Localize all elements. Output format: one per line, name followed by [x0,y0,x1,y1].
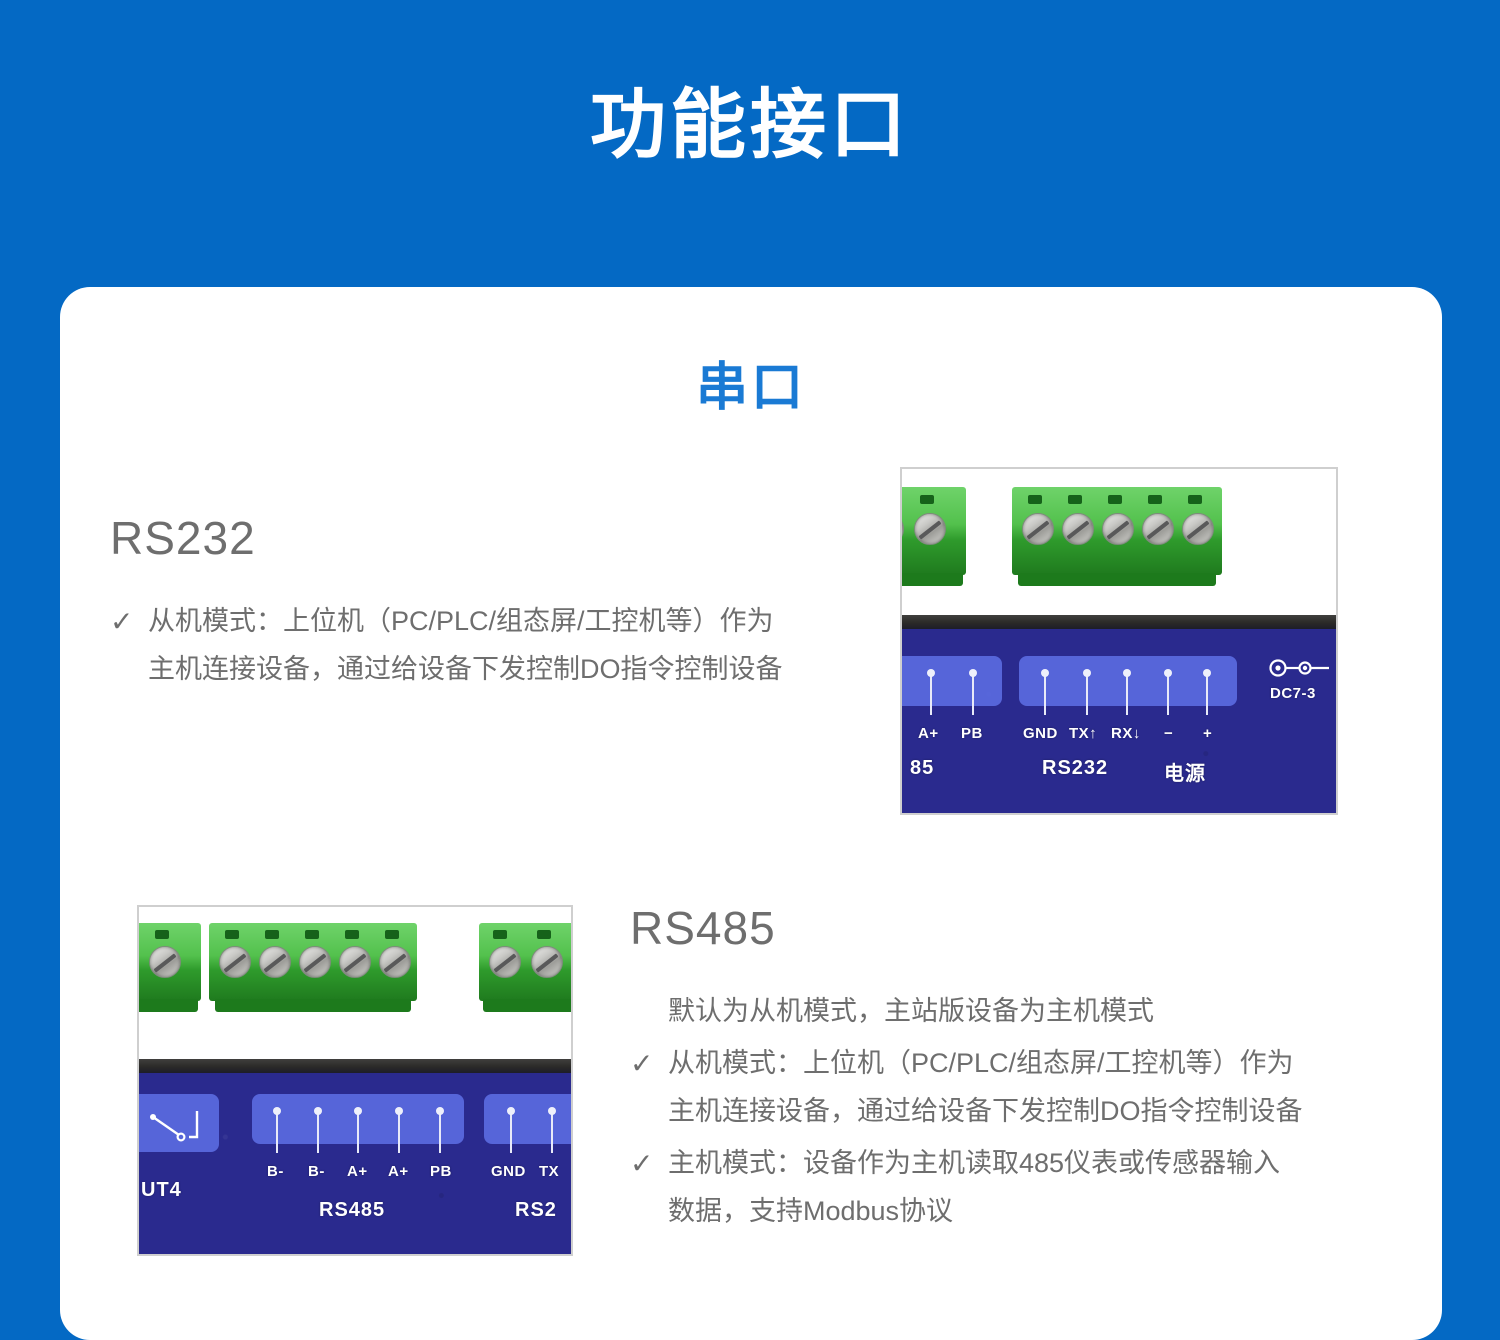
list-item: ✓ 从机模式：上位机（PC/PLC/组态屏/工控机等）作为 主机连接设备，通过给… [630,1039,1420,1135]
photo-group-label: 电源 [1164,763,1206,785]
bullet-line: 默认为从机模式，主站版设备为主机模式 [668,996,1154,1026]
rs485-product-photo: B- B- A+ A+ PB GND TX UT4 RS485 RS2 [137,905,573,1256]
photo-pin-label: PB [430,1163,452,1180]
photo-pin-label: A+ [918,725,939,742]
bullet-line: 主机模式：设备作为主机读取485仪表或传感器输入 [668,1148,1281,1179]
bullet-line: 主机连接设备，通过给设备下发控制DO指令控制设备 [668,1096,1303,1127]
photo-pin-label: RX↓ [1111,725,1141,742]
check-icon: ✓ [630,1048,654,1080]
bullet-line: 主机连接设备，通过给设备下发控制DO指令控制设备 [148,654,783,685]
list-item: ✓ 主机模式：设备作为主机读取485仪表或传感器输入 数据，支持Modbus协议 [630,1139,1420,1235]
bullet-line: 从机模式：上位机（PC/PLC/组态屏/工控机等）作为 [148,606,774,636]
interface-block-rs232: RS232 ✓ 从机模式：上位机（PC/PLC/组态屏/工控机等）作为 主机连接… [60,467,1442,815]
photo-pin-label: TX [539,1163,560,1180]
bullet-text: 从机模式：上位机（PC/PLC/组态屏/工控机等）作为 主机连接设备，通过给设备… [668,1039,1420,1135]
photo-group-label: RS485 [319,1199,386,1221]
photo-group-label: RS2 [515,1199,557,1221]
check-icon: ✓ [110,606,134,637]
photo-group-label: 85 [910,757,935,779]
photo-pin-label: GND [1023,725,1058,742]
page-title: 功能接口 [590,83,910,168]
rs232-image-column: A+ PB GND TX↑ RX↓ − + 85 RS232 电源 [900,467,1400,815]
dc-jack-icon [1269,659,1329,677]
photo-connector-label: DC7-3 [1270,685,1316,702]
rs232-bullet-list: ✓ 从机模式：上位机（PC/PLC/组态屏/工控机等）作为 主机连接设备，通过给… [110,597,900,693]
bullet-line: 数据，支持Modbus协议 [668,1196,954,1227]
bullet-text: 默认为从机模式，主站版设备为主机模式 [668,987,1420,1035]
bullet-text: 从机模式：上位机（PC/PLC/组态屏/工控机等）作为 主机连接设备，通过给设备… [148,597,900,693]
photo-pin-label: B- [308,1163,325,1180]
rs485-text-column: RS485 默认为从机模式，主站版设备为主机模式 ✓ 从机模式：上位机（PC/P… [620,905,1420,1239]
photo-pin-label: TX↑ [1069,725,1098,742]
photo-pin-label: A+ [347,1163,368,1180]
rs232-text-column: RS232 ✓ 从机模式：上位机（PC/PLC/组态屏/工控机等）作为 主机连接… [60,467,900,697]
photo-pin-label: + [1203,725,1213,742]
rs232-title: RS232 [110,512,256,564]
list-item: 默认为从机模式，主站版设备为主机模式 [630,987,1420,1035]
check-icon: ✓ [630,1148,654,1180]
rs485-title: RS485 [630,902,776,954]
content-card: 串口 RS232 ✓ 从机模式：上位机（PC/PLC/组态屏/工控机等）作为 主… [60,287,1442,1340]
section-heading: 串口 [695,359,806,417]
photo-pin-label: B- [267,1163,284,1180]
photo-pin-label: GND [491,1163,526,1180]
interface-block-rs485: B- B- A+ A+ PB GND TX UT4 RS485 RS2 RS48… [60,905,1442,1256]
rs485-bullet-list: 默认为从机模式，主站版设备为主机模式 ✓ 从机模式：上位机（PC/PLC/组态屏… [630,987,1420,1235]
photo-pin-label: A+ [388,1163,409,1180]
rs232-product-photo: A+ PB GND TX↑ RX↓ − + 85 RS232 电源 [900,467,1338,815]
switch-icon [150,1111,199,1142]
photo-group-label: UT4 [141,1179,182,1201]
photo-pin-label: − [1164,725,1174,742]
photo-group-label: RS232 [1042,757,1109,779]
rs485-image-column: B- B- A+ A+ PB GND TX UT4 RS485 RS2 [60,905,620,1256]
list-item: ✓ 从机模式：上位机（PC/PLC/组态屏/工控机等）作为 主机连接设备，通过给… [110,597,900,693]
bullet-text: 主机模式：设备作为主机读取485仪表或传感器输入 数据，支持Modbus协议 [668,1139,1420,1235]
bullet-line: 从机模式：上位机（PC/PLC/组态屏/工控机等）作为 [668,1048,1294,1079]
photo-pin-label: PB [961,725,983,742]
